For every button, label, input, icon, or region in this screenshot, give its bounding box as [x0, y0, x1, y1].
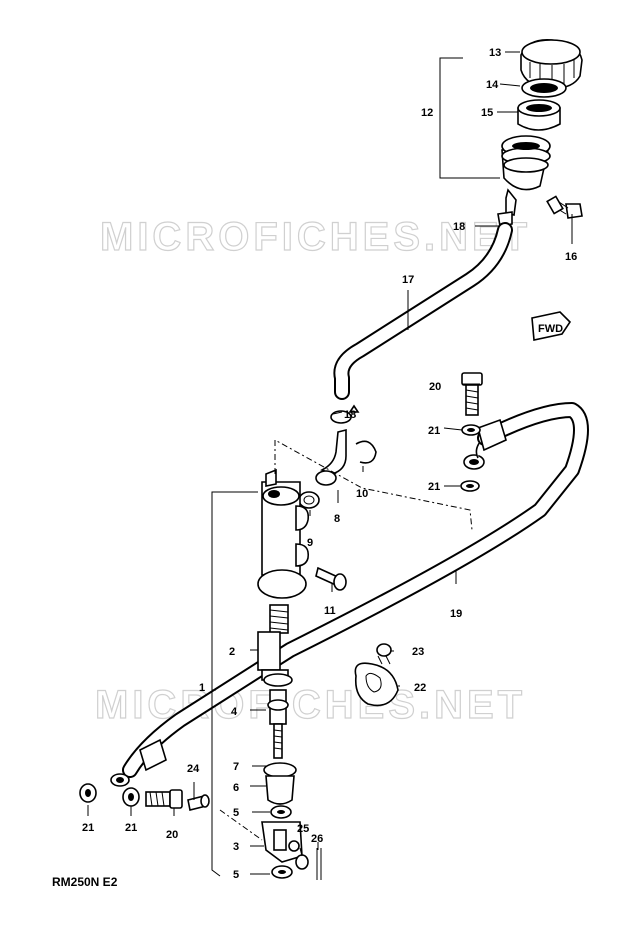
- boot: [263, 762, 297, 805]
- callout-10: 10: [356, 488, 368, 500]
- master-cylinder: [257, 468, 310, 599]
- hose-fitting-upper: [463, 418, 507, 470]
- reservoir-body: [497, 135, 551, 227]
- callout-22: 22: [414, 682, 426, 694]
- callout-7: 7: [233, 761, 239, 773]
- callout-26: 26: [311, 833, 323, 845]
- pin-24: [187, 794, 210, 811]
- callout-19: 19: [450, 608, 462, 620]
- callout-20-upper: 20: [429, 381, 441, 393]
- reservoir-cap: [520, 38, 583, 90]
- callout-21-upper-a: 21: [428, 425, 440, 437]
- callout-25: 25: [297, 823, 309, 835]
- reservoir-plate: [521, 78, 567, 98]
- watermark-bottom: MICROFICHES.NET: [95, 683, 526, 727]
- callout-18-lower: 18: [344, 409, 356, 421]
- hose-fitting-lower: [110, 738, 167, 787]
- callout-5-upper: 5: [233, 807, 239, 819]
- union-bolt-upper: [461, 372, 483, 416]
- gasket-lower-2: [122, 787, 140, 807]
- clevis: [261, 821, 303, 863]
- callout-4: 4: [231, 706, 238, 718]
- reservoir-diaphragm: [517, 99, 561, 131]
- callout-2: 2: [229, 646, 235, 658]
- callout-15: 15: [481, 107, 493, 119]
- callout-5-lower: 5: [233, 869, 239, 881]
- callout-23: 23: [412, 646, 424, 658]
- hose-connector: [315, 428, 347, 486]
- washer-25: [295, 854, 309, 870]
- callout-21-lower-a: 21: [82, 822, 94, 834]
- union-bolt-lower: [145, 789, 183, 809]
- callout-16: 16: [565, 251, 577, 263]
- callout-12: 12: [421, 107, 433, 119]
- circlip: [355, 440, 377, 464]
- callout-6: 6: [233, 782, 239, 794]
- callout-9: 9: [307, 537, 313, 549]
- hose-clamp-lower: [330, 404, 360, 424]
- model-code: RM250N E2: [52, 875, 118, 889]
- screw-23: [376, 643, 392, 665]
- callout-24: 24: [187, 763, 200, 775]
- callout-8: 8: [334, 513, 340, 525]
- reservoir-bolt: [546, 195, 583, 219]
- callout-21-lower-b: 21: [125, 822, 137, 834]
- gasket-upper-2: [460, 480, 480, 492]
- o-ring: [298, 491, 320, 509]
- callout-13: 13: [489, 47, 501, 59]
- callout-1: 1: [199, 682, 205, 694]
- callout-3: 3: [233, 841, 239, 853]
- push-rod: [267, 689, 289, 759]
- fwd-arrow-icon: FWD: [531, 311, 572, 341]
- nut-upper: [270, 805, 292, 819]
- callout-21-upper-b: 21: [428, 481, 440, 493]
- gasket-lower-1: [79, 783, 97, 803]
- callout-11: 11: [324, 605, 336, 617]
- piston-spring: [269, 604, 289, 634]
- gasket-upper-1: [461, 424, 481, 436]
- nut-lower: [271, 865, 293, 879]
- callout-17: 17: [402, 274, 414, 286]
- bracket-1: [211, 491, 258, 877]
- piston-assy: [257, 631, 293, 687]
- hose-clamp-22: [354, 662, 399, 707]
- bracket-12: [439, 57, 500, 179]
- svg-text:FWD: FWD: [538, 323, 563, 335]
- callout-18-upper: 18: [453, 221, 465, 233]
- callout-20-lower: 20: [166, 829, 178, 841]
- cotter-pin: [316, 848, 322, 880]
- mounting-bolt: [315, 566, 347, 591]
- watermark-top: MICROFICHES.NET: [100, 215, 531, 259]
- callout-14: 14: [486, 79, 499, 91]
